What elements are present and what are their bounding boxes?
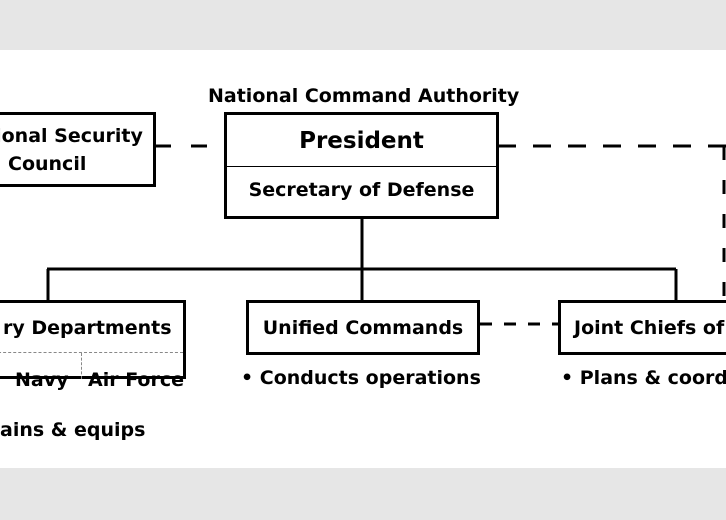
unified-commands-title: Unified Commands: [262, 317, 464, 339]
navy-airforce-divider: [81, 353, 82, 379]
air-force-label: Air Force: [88, 369, 184, 391]
nca-label: National Command Authority: [208, 85, 520, 107]
org-chart: National Command Authority ional Securit…: [0, 50, 726, 468]
president-label: President: [299, 128, 424, 154]
president-divider: [227, 166, 496, 167]
military-divider: [0, 352, 183, 353]
joint-chiefs-note: • Plans & coord: [561, 367, 726, 389]
navy-label: Navy: [15, 369, 69, 391]
president-box: President Secretary of Defense: [224, 112, 499, 219]
joint-chiefs-title: Joint Chiefs of: [574, 317, 725, 339]
connector-lines: [46, 144, 726, 326]
military-departments-title: ry Departments: [3, 317, 172, 339]
unified-commands-box: Unified Commands: [246, 300, 480, 355]
secretary-of-defense-label: Secretary of Defense: [248, 179, 475, 201]
nsc-line1: ional Security: [0, 125, 143, 147]
military-departments-box: ry Departments Navy Air Force: [0, 300, 186, 390]
joint-chiefs-box: Joint Chiefs of: [558, 300, 726, 355]
nsc-line2: Council: [8, 153, 87, 175]
unified-commands-note: • Conducts operations: [241, 367, 481, 389]
military-note: ains & equips: [0, 419, 146, 441]
nsc-box: ional Security Council: [0, 112, 156, 187]
